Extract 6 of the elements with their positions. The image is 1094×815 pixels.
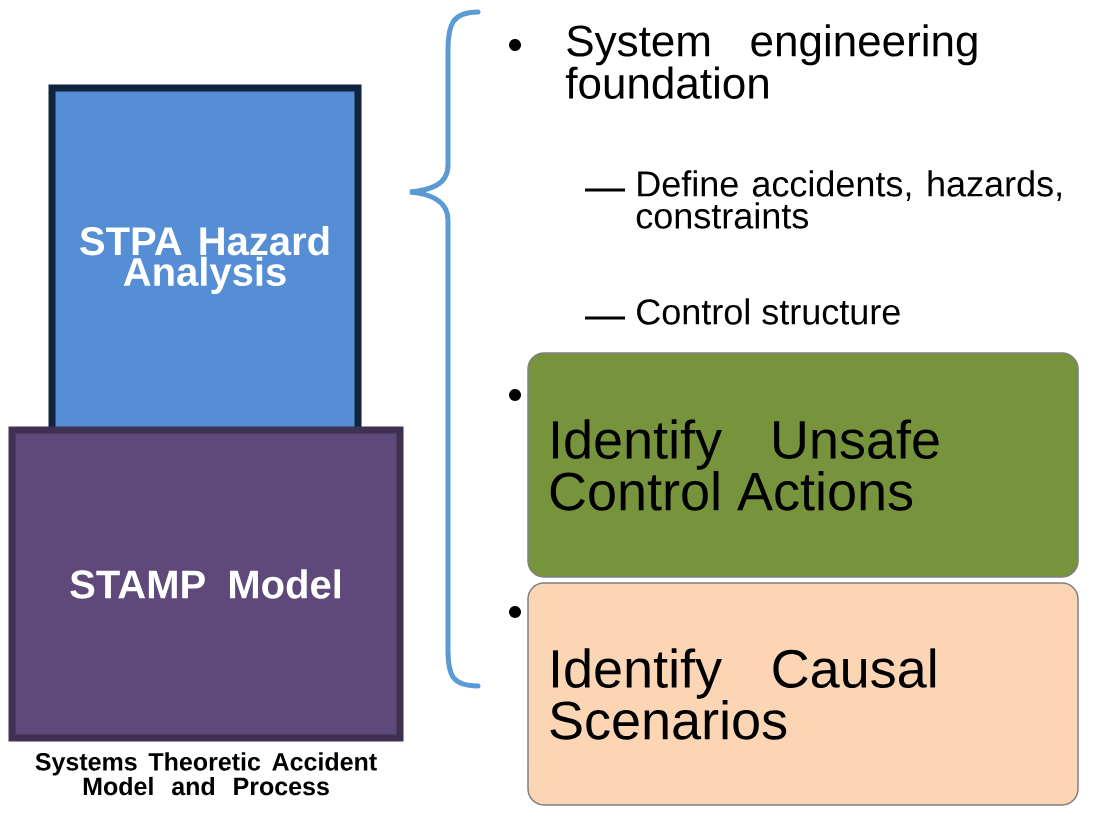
step-box: Identify Unsafe Control Actions [527,352,1079,578]
caption-text: Systems Theoretic Accident Model and Process [35,752,377,796]
step-box: Identify Causal Scenarios [527,582,1079,806]
list-item-text: System engineering foundation [565,24,977,99]
list-item-text: Define accidents, hazards, constraints [636,170,1061,229]
layer-box: STAMP Model [8,426,404,742]
